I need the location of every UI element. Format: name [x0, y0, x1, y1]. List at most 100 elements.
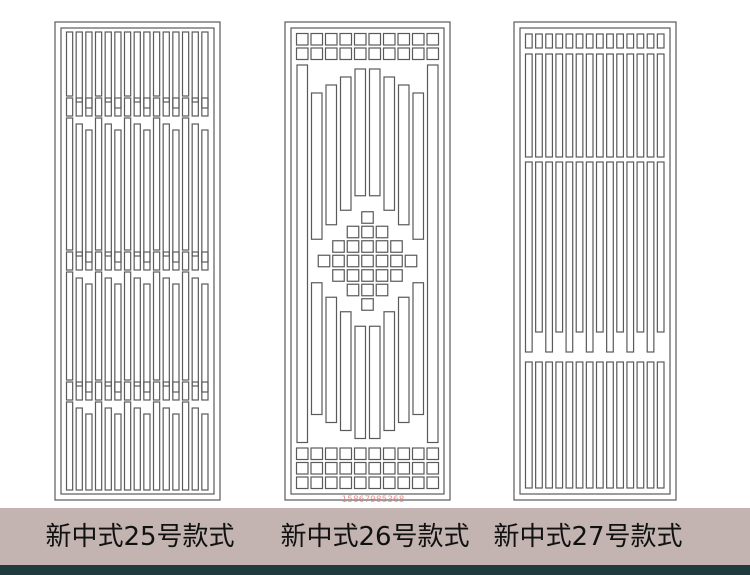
lattice-cell — [397, 476, 411, 490]
slat — [181, 117, 190, 251]
slat — [85, 283, 93, 393]
lattice-cell — [646, 33, 655, 49]
slat — [616, 53, 625, 158]
lattice-cell — [181, 381, 190, 401]
slat — [656, 361, 665, 489]
slat — [172, 283, 180, 393]
slat — [565, 161, 574, 353]
lattice-cell — [181, 251, 190, 271]
slat — [368, 68, 381, 197]
panel-style-27 — [513, 21, 677, 501]
caption-style-25: 新中式25号款式 — [45, 522, 235, 552]
slat — [626, 161, 635, 353]
slat — [524, 53, 533, 158]
lattice-cell — [382, 447, 396, 461]
slat — [85, 31, 93, 109]
lattice-cell — [375, 240, 389, 253]
lattice-cell — [390, 240, 403, 253]
lattice-cell — [626, 33, 635, 49]
lattice-cell — [555, 33, 564, 49]
lattice-cell — [324, 47, 338, 61]
slat — [123, 117, 132, 251]
lattice-cell — [324, 447, 338, 461]
slat — [606, 53, 614, 158]
slat — [104, 123, 112, 257]
slat — [85, 129, 93, 263]
lattice-cell — [397, 47, 411, 61]
lattice-cell — [346, 254, 360, 268]
slat — [191, 277, 199, 387]
lattice-cell — [361, 211, 374, 224]
lattice-cell — [411, 461, 425, 475]
slat — [310, 282, 323, 416]
slat — [636, 161, 645, 333]
lattice-cell — [201, 251, 209, 271]
slat — [143, 31, 151, 109]
lattice-cell — [65, 251, 74, 271]
lattice-cell — [375, 225, 389, 239]
slat — [143, 413, 151, 491]
slat — [123, 271, 132, 381]
lattice-cell — [317, 254, 331, 268]
watermark-phone: 15867985368 — [341, 495, 405, 505]
lattice-cell — [339, 461, 353, 475]
lattice-cell — [524, 33, 533, 49]
slat — [339, 76, 352, 211]
slat — [296, 64, 309, 444]
slat — [65, 271, 74, 381]
slat — [524, 361, 533, 489]
lattice-cell — [411, 32, 425, 46]
inner-frame — [290, 27, 445, 495]
slat — [104, 31, 112, 103]
lattice-cell — [346, 269, 360, 282]
slat — [201, 413, 209, 491]
slat — [545, 361, 554, 489]
slat — [397, 296, 410, 424]
slat — [585, 161, 594, 353]
lattice-cell — [361, 225, 374, 239]
slat — [354, 325, 367, 440]
slat — [325, 84, 338, 226]
slat — [172, 31, 180, 109]
lattice-cell — [310, 32, 324, 46]
slat — [383, 311, 396, 432]
slat — [114, 283, 122, 393]
outer-frame — [513, 21, 677, 501]
lattice-cell — [65, 97, 74, 117]
slat — [545, 161, 554, 353]
slat — [412, 282, 425, 416]
lattice-cell — [143, 97, 151, 117]
slat — [152, 117, 161, 251]
slat — [636, 53, 645, 158]
lattice-cell — [172, 381, 180, 401]
lattice-cell — [181, 97, 190, 117]
inner-frame — [60, 27, 215, 495]
lattice-cell — [368, 47, 382, 61]
slat — [123, 31, 132, 97]
lattice-cell — [426, 476, 440, 490]
slat — [133, 31, 141, 103]
lattice-cell — [353, 32, 367, 46]
lattice-cell — [368, 461, 382, 475]
slat — [104, 407, 112, 491]
lattice-cell — [162, 381, 170, 401]
slat — [143, 283, 151, 393]
lattice-cell — [382, 476, 396, 490]
slat — [181, 401, 190, 491]
lattice-cell — [382, 47, 396, 61]
lattice-cell — [152, 381, 161, 401]
outer-frame — [54, 21, 221, 501]
slat — [172, 413, 180, 491]
slat — [555, 161, 564, 333]
slat — [143, 129, 151, 263]
slat — [595, 361, 604, 489]
lattice-cell — [382, 32, 396, 46]
slat — [646, 161, 655, 353]
lattice-cell — [375, 254, 389, 268]
slat — [201, 283, 209, 393]
lattice-cell — [595, 33, 604, 49]
lattice-cell — [85, 251, 93, 271]
lattice-cell — [310, 47, 324, 61]
lattice-cell — [324, 32, 338, 46]
